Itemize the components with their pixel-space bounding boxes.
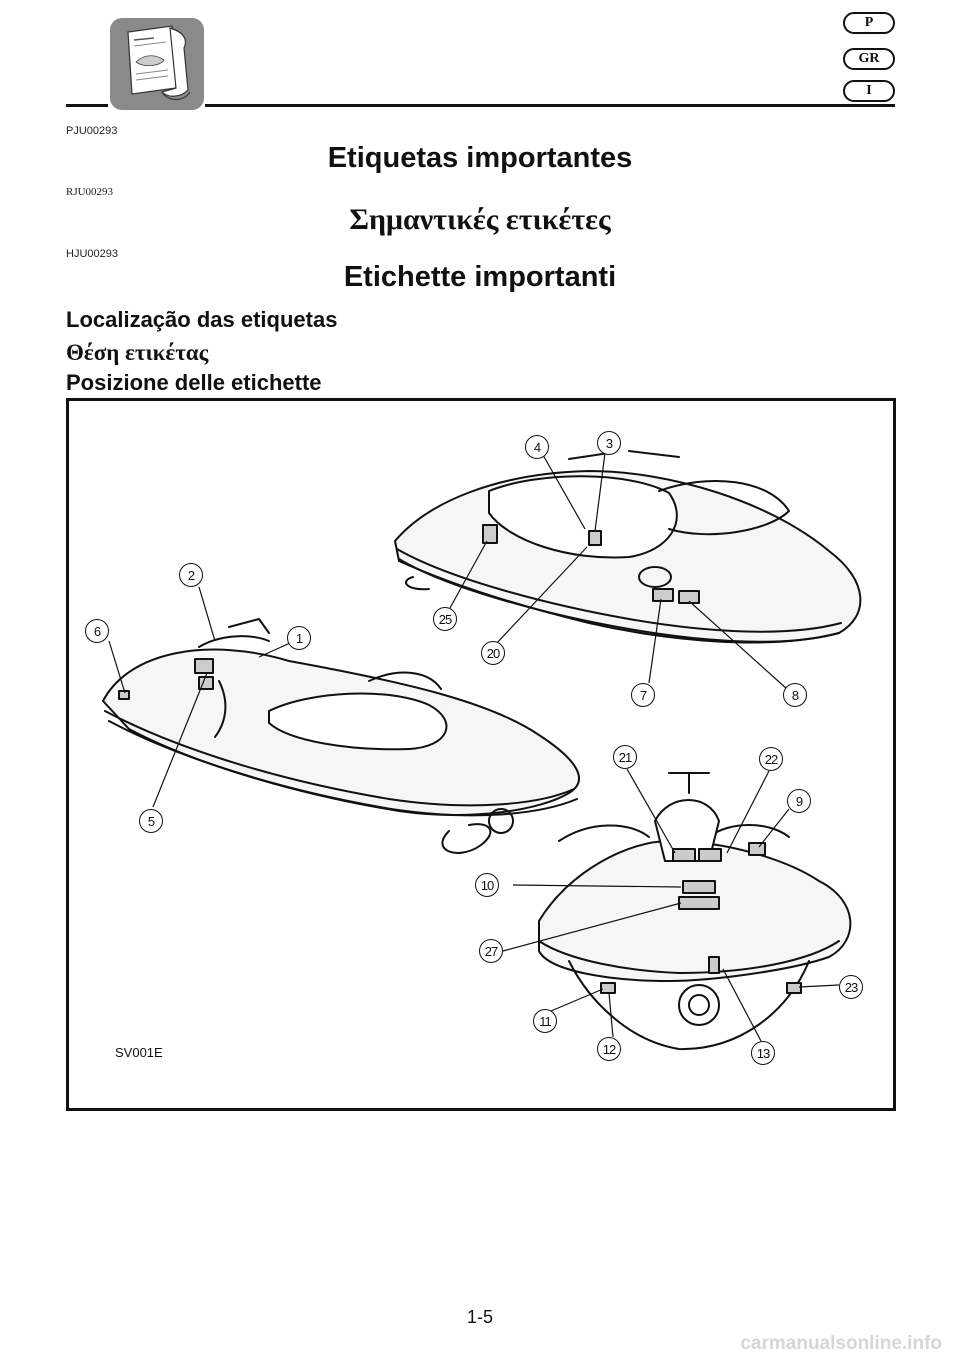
watercraft-illustration bbox=[102, 450, 862, 1051]
callout-27: 27 bbox=[479, 939, 503, 963]
figure-code: SV001E bbox=[115, 1045, 163, 1060]
subtitle-it: Posizione delle etichette bbox=[66, 370, 322, 395]
callout-25: 25 bbox=[433, 607, 457, 631]
callout-13: 13 bbox=[751, 1041, 775, 1065]
callout-11: 11 bbox=[533, 1009, 557, 1033]
callout-9: 9 bbox=[787, 789, 811, 813]
callout-2: 2 bbox=[179, 563, 203, 587]
page-number: 1-5 bbox=[466, 1307, 493, 1327]
subtitle-gr: Θέση ετικέτας bbox=[66, 340, 209, 365]
callout-5: 5 bbox=[139, 809, 163, 833]
callout-1: 1 bbox=[287, 626, 311, 650]
callout-7: 7 bbox=[631, 683, 655, 707]
section-title-gr: Σημαντικές ετικέτες bbox=[349, 203, 611, 236]
callout-20: 20 bbox=[481, 641, 505, 665]
callout-22: 22 bbox=[759, 747, 783, 771]
callout-21: 21 bbox=[613, 745, 637, 769]
subtitle-pt: Localização das etiquetas bbox=[66, 307, 338, 332]
owners-manual-icon bbox=[110, 18, 204, 110]
header-rule-right bbox=[205, 104, 895, 107]
callout-6: 6 bbox=[85, 619, 109, 643]
watermark: carmanualsonline.info bbox=[740, 1333, 942, 1354]
section-title-it: Etichette importanti bbox=[343, 261, 617, 293]
callout-3: 3 bbox=[597, 431, 621, 455]
section-title-pt: Etiquetas importantes bbox=[327, 142, 633, 174]
callout-8: 8 bbox=[783, 683, 807, 707]
label-location-figure: 1 2 3 4 5 6 7 8 9 10 11 12 13 20 21 22 2… bbox=[66, 398, 896, 1111]
header-rule-left bbox=[66, 104, 108, 107]
callout-10: 10 bbox=[475, 873, 499, 897]
callout-4: 4 bbox=[525, 435, 549, 459]
callout-12: 12 bbox=[597, 1037, 621, 1061]
language-tag-p: P bbox=[843, 12, 895, 34]
language-tag-i: I bbox=[843, 80, 895, 102]
section-code-pt: PJU00293 bbox=[66, 125, 118, 137]
language-tag-gr: GR bbox=[843, 48, 895, 70]
callout-23: 23 bbox=[839, 975, 863, 999]
section-code-it: HJU00293 bbox=[66, 248, 118, 260]
section-code-gr: RJU00293 bbox=[66, 186, 114, 198]
